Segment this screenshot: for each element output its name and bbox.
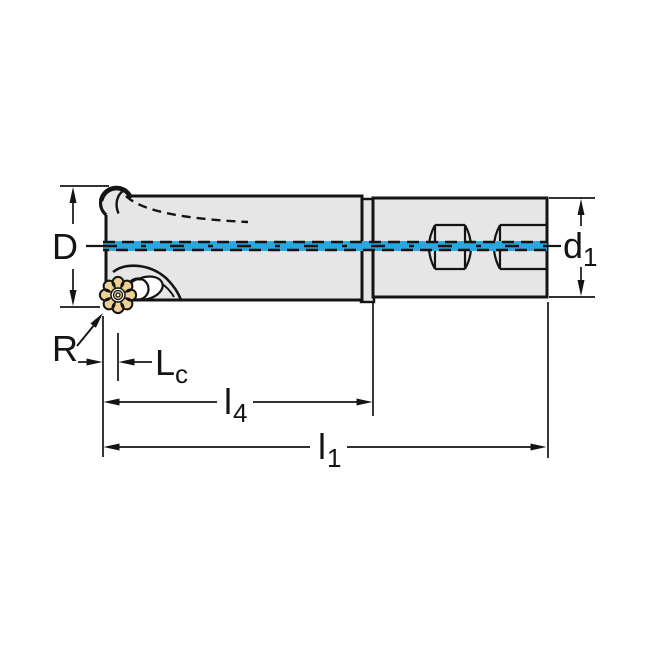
bulge-heavy-edge xyxy=(99,185,133,202)
centerline xyxy=(86,240,561,252)
insert-pocket-curve xyxy=(112,264,183,301)
insert-center-hole xyxy=(115,292,121,298)
label-Lc: Lc xyxy=(155,342,188,389)
arrowhead-down xyxy=(69,290,77,306)
dimension-l1: l1 xyxy=(103,302,549,473)
label-l4: l4 xyxy=(224,381,247,428)
centerline-highlight xyxy=(103,241,547,251)
arrowhead-left xyxy=(118,358,135,366)
arrowhead-right xyxy=(356,398,373,406)
arrowhead-right xyxy=(530,443,547,451)
label-d1: d1 xyxy=(563,225,597,272)
insert-facet-lines xyxy=(107,284,129,306)
arrowhead-left xyxy=(103,398,120,406)
arrowhead-up xyxy=(69,187,77,203)
dimension-R: R xyxy=(52,313,103,369)
leader-line xyxy=(76,323,96,347)
arrowhead xyxy=(90,313,103,328)
arrowhead-left xyxy=(103,443,120,451)
arrowhead-down xyxy=(577,280,585,296)
round-insert-icon xyxy=(98,275,138,315)
flat-outline xyxy=(433,223,467,271)
label-l1: l1 xyxy=(318,426,341,473)
bulge-inner-curve xyxy=(115,189,125,214)
hidden-edge-dashed-curve xyxy=(125,195,249,224)
arrowhead-up xyxy=(577,199,585,215)
dimension-D: D xyxy=(52,185,109,308)
dimension-Lc: Lc xyxy=(78,316,188,457)
label-D: D xyxy=(52,226,78,267)
label-R: R xyxy=(52,328,78,369)
dimension-l4: l4 xyxy=(103,303,374,428)
dimension-d1: d1 xyxy=(549,197,597,298)
arrowhead-right xyxy=(86,358,103,366)
